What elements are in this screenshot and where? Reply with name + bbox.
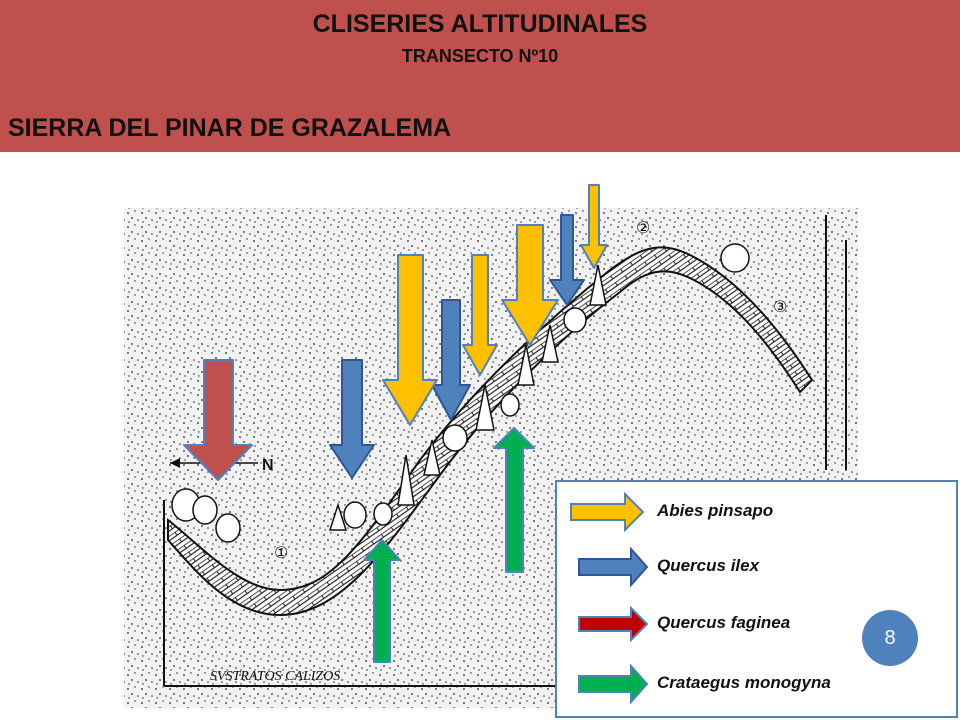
zone-label-3: ③ [773, 297, 787, 316]
crataegus-arrow-1 [363, 539, 401, 663]
header-banner: CLISERIES ALTITUDINALES TRANSECTO Nº10 S… [0, 0, 960, 152]
arrow-right-icon [578, 605, 649, 643]
legend-item-quercus-ilex: Quercus ilex [557, 547, 957, 587]
arrow-right-icon [578, 547, 649, 587]
north-arrow-head [170, 458, 180, 468]
zone-label-1: ① [274, 543, 288, 562]
legend-item-quercus-faginea: Quercus faginea [557, 604, 957, 644]
arrow-right-icon [578, 664, 649, 704]
legend-item-crataegus-monogyna: Crataegus monogyna [557, 664, 957, 704]
abies-pinsapo-arrow-2 [462, 254, 498, 376]
location-title: SIERRA DEL PINAR DE GRAZALEMA [8, 114, 452, 142]
vegetation [171, 243, 750, 543]
abies-pinsapo-arrow-1 [382, 254, 438, 426]
species-legend: Abies pinsapo Quercus ilex Quercus fagin… [555, 480, 958, 718]
species-arrows [183, 184, 608, 663]
abies-pinsapo-arrow-4 [580, 184, 608, 269]
substrate-caption: SVSTRATOS CALIZOS [210, 669, 340, 684]
crataegus-arrow-2 [493, 427, 535, 573]
slide-subtitle: TRANSECTO Nº10 [401, 46, 559, 66]
quercus-ilex-arrow-1 [329, 359, 375, 479]
legend-label: Crataegus monogyna [657, 673, 831, 692]
abies-pinsapo-arrow-3 [501, 224, 559, 346]
quercus-ilex-arrow-3 [549, 214, 585, 306]
legend-label: Quercus faginea [657, 613, 791, 632]
quercus-faginea-arrow [183, 359, 253, 481]
page-number-badge: 8 [862, 610, 918, 666]
legend-label: Quercus ilex [657, 556, 760, 575]
zone-label-2: ② [636, 218, 650, 237]
legend-item-abies-pinsapo: Abies pinsapo [557, 492, 957, 532]
quercus-ilex-arrow-2 [431, 299, 471, 421]
slide-title: CLISERIES ALTITUDINALES [312, 10, 648, 38]
legend-label: Abies pinsapo [657, 501, 774, 520]
arrow-right-icon [570, 492, 645, 532]
north-label: N [262, 457, 274, 474]
